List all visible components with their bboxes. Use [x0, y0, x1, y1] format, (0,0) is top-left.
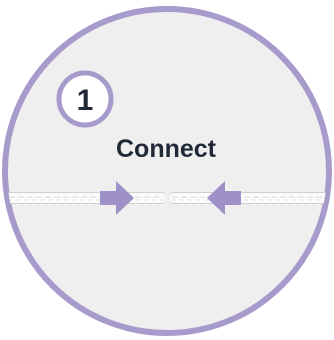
- step-title: Connect: [116, 135, 217, 163]
- left-cable: [7, 192, 165, 204]
- outer-ring: [2, 6, 332, 336]
- step-badge: 1: [56, 70, 114, 128]
- arrow-left-icon: [207, 181, 241, 215]
- arrow-right-icon: [100, 181, 134, 215]
- right-cable: [170, 192, 327, 204]
- step-number: 1: [77, 84, 94, 117]
